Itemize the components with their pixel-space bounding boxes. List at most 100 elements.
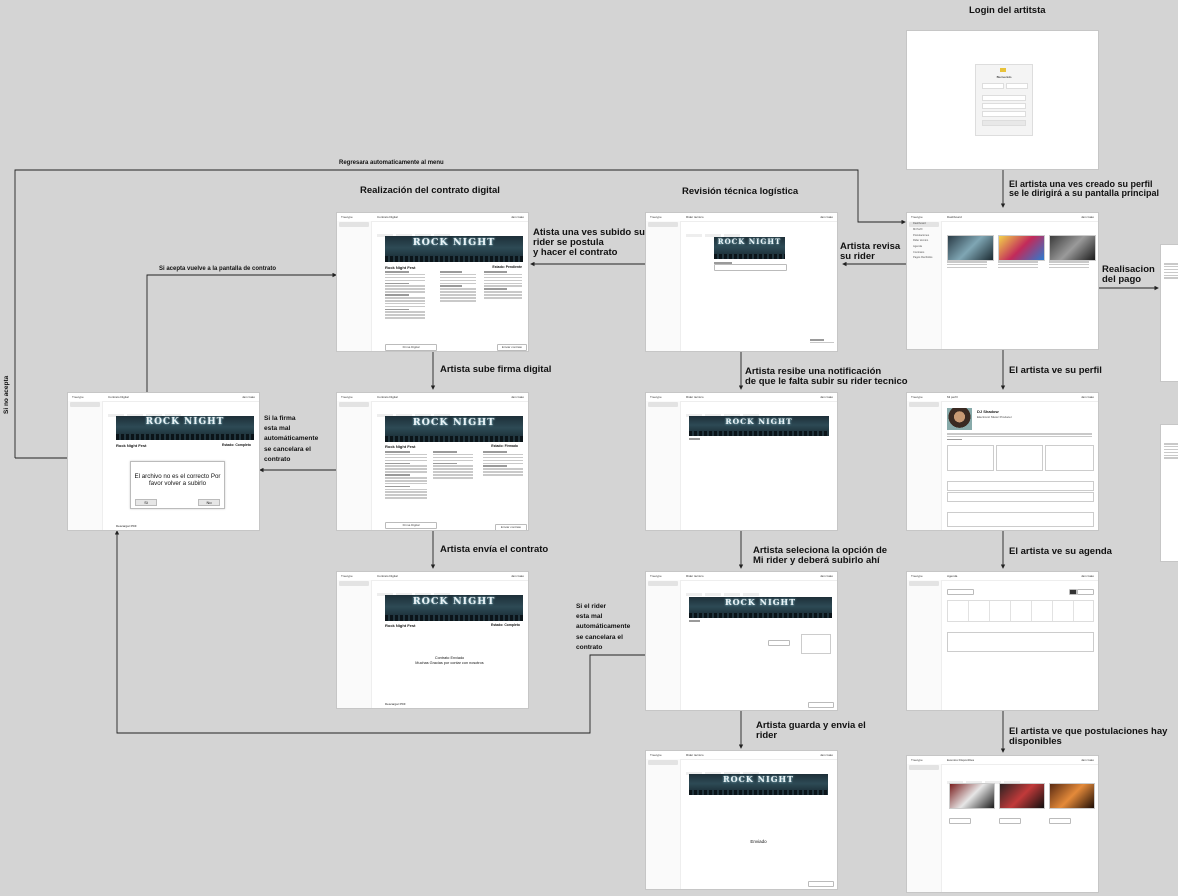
rider-upload-panel[interactable] <box>801 634 831 654</box>
brand-label: Treetype <box>650 395 662 399</box>
view-button[interactable] <box>1077 589 1094 595</box>
enviar-contrato-button[interactable]: Enviar contrato <box>497 344 527 351</box>
event-card-image[interactable] <box>998 235 1045 261</box>
label-login-title: Login del artitsta <box>969 5 1046 16</box>
logo-icon <box>1000 68 1006 72</box>
list-item <box>947 492 1094 502</box>
event-card-image[interactable] <box>949 783 995 809</box>
label-guarda-envia: Artista guarda y envia el rider <box>756 720 866 741</box>
login-heading: Bienvenido <box>996 75 1012 79</box>
login-email-field[interactable] <box>982 95 1026 101</box>
today-button[interactable] <box>1069 589 1077 595</box>
user-name[interactable]: Jam Gato <box>819 395 833 399</box>
page-title: Rider técnico <box>686 395 704 399</box>
user-name[interactable]: Jam Gato <box>1080 574 1094 578</box>
login-role-artist[interactable] <box>982 83 1004 89</box>
event-banner: ROCK NIGHT <box>385 595 523 621</box>
login-password-field[interactable] <box>982 103 1026 109</box>
descargar-pdf[interactable]: Descargar PDF <box>385 702 406 706</box>
brand-label: Treetype <box>341 215 353 219</box>
page-title: Rider técnico <box>686 215 704 219</box>
event-card-image[interactable] <box>1049 235 1096 261</box>
dialog-no-button[interactable]: No <box>198 499 220 506</box>
brand-label: Treetype <box>341 574 353 578</box>
page-title: Dashboard <box>947 215 962 219</box>
user-name[interactable]: Jam Gato <box>819 574 833 578</box>
error-dialog: El archivo no es el correcto Por favor v… <box>130 461 225 509</box>
user-name[interactable]: Jam Gato <box>819 753 833 757</box>
upload-area[interactable] <box>714 264 787 271</box>
brand-label: Treetype <box>650 753 662 757</box>
descargar-pdf[interactable]: Descargar PDF <box>116 524 137 528</box>
contrato-enviado-message: Contrato Enviado Muchas Gracias por cont… <box>415 656 484 666</box>
postular-button[interactable] <box>949 818 971 824</box>
label-realizacion-pago: Realisacion del pago <box>1102 264 1155 285</box>
brand-label: Treetype <box>341 395 353 399</box>
event-card-image[interactable] <box>947 235 994 261</box>
firma-digital-button[interactable]: Firma Digital <box>385 522 437 529</box>
user-name[interactable]: Jam Gato <box>510 215 524 219</box>
brand-label: Treetype <box>72 395 84 399</box>
arrow-si-acepta <box>146 272 337 392</box>
save-button[interactable] <box>808 881 834 887</box>
label-postulaciones: El artista ve que postulaciones hay disp… <box>1009 726 1168 747</box>
user-name[interactable]: Jam Gato <box>510 574 524 578</box>
page-title: Contrato Digital <box>377 574 398 578</box>
login-button[interactable] <box>982 120 1026 126</box>
calendar-grid[interactable] <box>947 600 1094 622</box>
enviado-message: Enviado <box>750 839 767 844</box>
event-card-image[interactable] <box>999 783 1045 809</box>
review-card <box>947 512 1094 527</box>
user-name[interactable]: Jam Gato <box>1080 215 1094 219</box>
agenda-event-card[interactable] <box>947 632 1094 652</box>
event-card-image[interactable] <box>1049 783 1095 809</box>
event-title: Rock Night Fest <box>385 623 416 628</box>
postular-button[interactable] <box>1049 818 1071 824</box>
postular-button[interactable] <box>999 818 1021 824</box>
brand-label: Treetype <box>911 395 923 399</box>
label-atista-subido: Atista una ves subido su rider se postul… <box>533 227 645 258</box>
label-si-acepta: Si acepta vuelve a la pantalla de contra… <box>159 266 277 272</box>
login-extra-field[interactable] <box>982 111 1026 117</box>
label-ve-agenda: El artista ve su agenda <box>1009 546 1112 557</box>
page-title: Contrato Digital <box>108 395 129 399</box>
month-selector[interactable] <box>947 589 974 595</box>
user-name[interactable]: Jam Gato <box>1080 395 1094 399</box>
dialog-si-button[interactable]: Si <box>135 499 157 506</box>
user-name[interactable]: Jam Gato <box>241 395 255 399</box>
event-banner: ROCK NIGHT <box>689 774 828 795</box>
screen-notificacion: Treetype Rider técnico Jam Gato ROCK NIGHT <box>645 392 838 531</box>
event-banner: ROCK NIGHT <box>689 597 832 618</box>
contract-state: Estado: Completo <box>490 623 520 627</box>
brand-label: Treetype <box>650 215 662 219</box>
avatar <box>947 408 972 430</box>
user-name[interactable]: Jam Gato <box>510 395 524 399</box>
user-name[interactable]: Jam Gato <box>1080 758 1094 762</box>
label-si-no-acepta: Si no acepta <box>3 375 10 414</box>
login-role-producer[interactable] <box>1006 83 1028 89</box>
firma-digital-button[interactable]: Firma Digital <box>385 344 437 351</box>
event-title: Rock Night Fest <box>385 444 416 449</box>
login-card: Bienvenido <box>975 64 1033 136</box>
enviar-contrato-button[interactable]: Enviar contrato <box>495 524 527 530</box>
page-title: Rider técnico <box>686 574 704 578</box>
page-title: Eventos Disponibles <box>947 758 975 762</box>
user-name[interactable]: Jam Gato <box>819 215 833 219</box>
label-perfil-creado: El artista una ves creado su perfil se l… <box>1009 179 1160 199</box>
event-title: Rock Night Fest <box>385 265 416 270</box>
page-title: Contrato Digital <box>377 215 398 219</box>
label-regresara: Regresara automaticamente al menu <box>339 160 444 166</box>
save-button[interactable] <box>808 702 834 708</box>
upload-rider-button[interactable] <box>768 640 790 646</box>
label-envia-contrato: Artista envía el contrato <box>440 544 549 555</box>
profile-name: DJ Shadow <box>977 409 999 414</box>
list-item <box>947 481 1094 491</box>
event-title: Rock Night Fest <box>116 443 147 448</box>
screen-contrato-enviado: Treetype Contrato Digital Jam Gato ROCK NI… <box>336 571 529 709</box>
event-banner: ROCK NIGHT <box>689 416 829 436</box>
